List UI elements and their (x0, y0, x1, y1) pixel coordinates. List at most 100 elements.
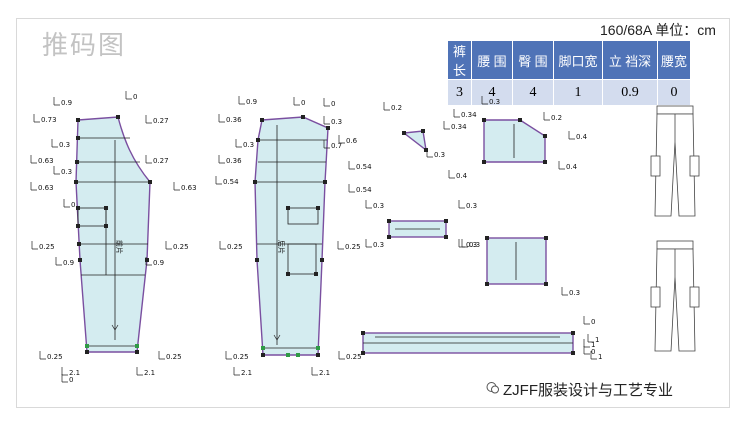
grade-vector-arrow (383, 102, 390, 111)
grade-point (518, 118, 522, 122)
pocket-piece (402, 119, 546, 163)
grade-label: 0.4 (456, 172, 468, 180)
grade-vector-arrow (590, 351, 597, 360)
grade-label: 0.34 (461, 111, 477, 119)
header-cell: 腰宽 (657, 40, 691, 80)
grade-label: 0 (71, 201, 75, 209)
grade-label: 0.6 (346, 137, 358, 145)
grade-label: 0.3 (569, 289, 580, 297)
grade-vector-arrow (568, 131, 575, 140)
grade-label: 0.3 (373, 202, 384, 210)
grade-vector-arrow (235, 139, 242, 148)
grade-vector-arrow (365, 239, 372, 248)
grade-point (104, 224, 108, 228)
grade-vector-arrow (543, 112, 550, 121)
grade-point (256, 138, 260, 142)
grade-vector-arrow (561, 287, 568, 296)
wechat-icon (486, 382, 499, 394)
grade-vector-arrow (225, 351, 232, 360)
grade-point (301, 115, 305, 119)
grade-label: 0.9 (246, 98, 257, 106)
grade-label: 0 (591, 348, 595, 356)
grade-label: 0 (133, 93, 137, 101)
grade-label: 0 (591, 318, 595, 326)
grade-label: 0.36 (226, 157, 242, 165)
grade-vector-arrow (55, 257, 62, 266)
grade-point (76, 118, 80, 122)
garment-sketch (650, 105, 700, 352)
grade-point (314, 272, 318, 276)
grade-vector-arrow (30, 155, 37, 164)
grade-label: 0.25 (346, 353, 362, 361)
grade-label: 0.25 (233, 353, 249, 361)
grade-point (286, 272, 290, 276)
grade-vector-arrow (461, 239, 468, 248)
grade-point (444, 219, 448, 223)
grade-vector-arrow (145, 115, 152, 124)
grade-vector-arrow (61, 367, 68, 376)
grade-vectors (30, 91, 597, 383)
grade-point (361, 351, 365, 355)
grade-label: 0.54 (356, 186, 372, 194)
page-title: 推码图 (42, 31, 127, 60)
grade-label: 0.3 (469, 241, 480, 249)
value-cell: 4 (471, 79, 513, 106)
grade-label: 0 (69, 376, 73, 384)
grade-vector-arrow (337, 241, 344, 250)
grade-label: 0.4 (566, 163, 578, 171)
grade-table-value-row: 3 4 4 1 0.9 0 (447, 79, 691, 106)
grade-point (543, 160, 547, 164)
grade-vector-arrow (63, 199, 70, 208)
grade-label: 0.27 (153, 117, 169, 125)
grade-vector-arrow (323, 98, 330, 107)
grade-vector-arrow (448, 170, 455, 179)
grade-point (75, 160, 79, 164)
grade-vector-arrow (583, 316, 590, 325)
grade-label: 0 (301, 99, 305, 107)
pant-sketch-back (650, 240, 700, 352)
watermark-text: ZJFF服装设计与工艺专业 (503, 382, 673, 399)
grade-label: 0.63 (38, 157, 54, 165)
grade-point (323, 180, 327, 184)
grade-point (482, 160, 486, 164)
grade-vector-arrow (53, 97, 60, 106)
grade-label: 1 (591, 341, 595, 349)
grade-point (316, 346, 320, 350)
grade-vector-arrow (365, 200, 372, 209)
grade-vector-arrow (219, 241, 226, 250)
grade-label: 0.3 (373, 241, 384, 249)
grade-vector-arrow (218, 114, 225, 123)
svg-text:前片: 前片 (115, 240, 124, 254)
grade-label: 0.3 (466, 202, 477, 210)
grade-label: 0.27 (153, 157, 169, 165)
grade-point (135, 344, 139, 348)
grade-labels: 0.90.730.30.630.30.630.270.270.63000.250… (38, 93, 602, 384)
header-cell: 脚口宽 (553, 40, 603, 80)
grade-vector-arrow (53, 166, 60, 175)
grade-vector-arrow (558, 161, 565, 170)
grade-label: 0.25 (345, 243, 361, 251)
grade-label: 0.9 (61, 99, 72, 107)
grade-point (286, 353, 290, 357)
grade-vector-arrow (338, 351, 345, 360)
grade-vector-arrow (158, 351, 165, 360)
grade-label: 0.25 (166, 353, 182, 361)
grade-vector-arrow (233, 367, 240, 376)
grade-point (387, 219, 391, 223)
grade-label: 2.1 (319, 369, 330, 377)
grade-point (255, 258, 259, 262)
grade-point (261, 353, 265, 357)
grade-label: 1 (595, 336, 599, 344)
grade-label: 0.7 (331, 142, 342, 150)
grade-label: 0.2 (391, 104, 402, 112)
grade-label: 0.9 (153, 259, 164, 267)
value-cell: 0.9 (602, 79, 658, 106)
grade-label: 2.1 (241, 369, 252, 377)
grade-point (253, 180, 257, 184)
grade-vector-arrow (30, 182, 37, 191)
grade-vector-arrow (323, 140, 330, 149)
grade-point (485, 282, 489, 286)
grade-label: 0.54 (223, 178, 239, 186)
grade-point (76, 136, 80, 140)
